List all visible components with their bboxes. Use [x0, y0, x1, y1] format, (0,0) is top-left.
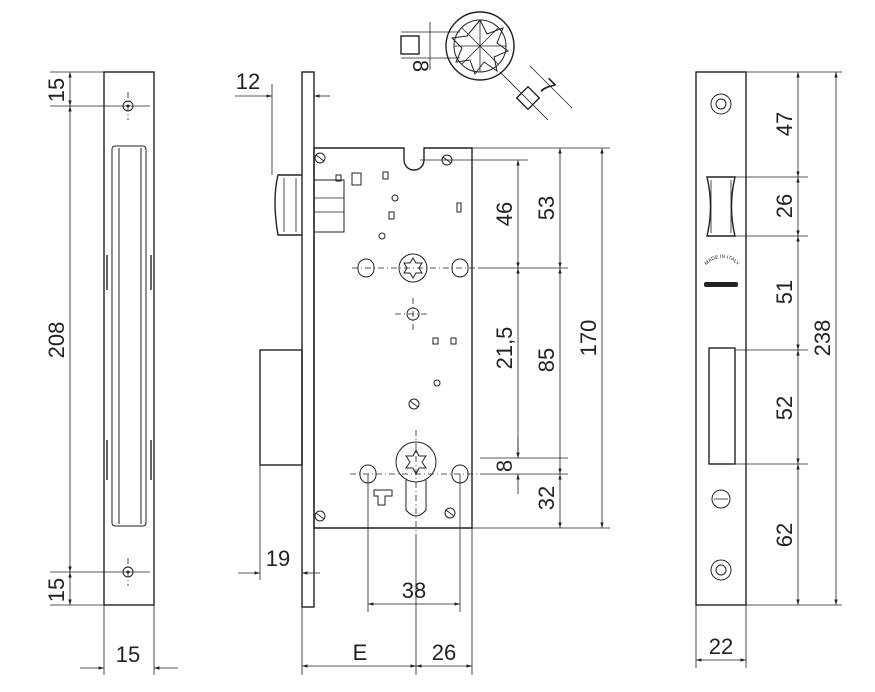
strike-total-height-label: 238: [810, 320, 835, 357]
manufacturer-stamp: MADE IN ITALY: [704, 254, 741, 287]
cylinder-slot: [405, 480, 427, 517]
faceplate-inner-channel: [111, 145, 147, 527]
front-plate-view: 15 208 15 15: [44, 71, 178, 675]
spindle-detail-view: 8 7: [400, 11, 573, 121]
spindle-square-7: [515, 85, 541, 111]
screw-spacing-label: 38: [402, 578, 426, 603]
spindle-square-8: [400, 35, 420, 55]
faceplate-bottom-offset-label: 15: [44, 578, 69, 602]
key-to-edge-label: 26: [432, 640, 456, 665]
backset-label: E: [353, 640, 368, 665]
dead-bolt: [259, 349, 303, 466]
lock-body-view: 12 19 38 E 26 46 53 21,5: [235, 69, 610, 675]
bolt-window: [708, 347, 736, 465]
svg-text:MADE IN ITALY: MADE IN ITALY: [704, 254, 741, 267]
body-height-label: 170: [576, 320, 601, 357]
key-to-bottom-label: 32: [534, 486, 559, 510]
strike-width-label: 22: [709, 634, 733, 659]
strike-middle-segment-label: 51: [772, 280, 797, 304]
faceplate-top-offset-label: 15: [44, 78, 69, 102]
follower-to-key-label: 21,5: [492, 327, 517, 370]
strike-top-screw: [710, 93, 732, 115]
strike-plate-outline: [695, 71, 747, 606]
latch-bolt: [274, 174, 302, 236]
strike-plate-view: MADE IN ITALY 47 26 51 52 62 238: [695, 71, 842, 668]
lock-case-outline: [313, 147, 473, 529]
faceplate-outline: [103, 71, 155, 606]
bolt-window-label: 52: [772, 396, 797, 420]
strike-mid-screw: [711, 489, 731, 509]
latch-window-label: 26: [772, 194, 797, 218]
lock-faceplate-side: [301, 71, 315, 608]
plate-thickness-label: 12: [236, 69, 260, 94]
bolt-projection-label: 19: [266, 546, 290, 571]
spindle-to-top-label: 46: [492, 202, 517, 226]
spindle-square-small-label: 8: [408, 60, 433, 72]
spindle-hub-outer: [445, 11, 515, 81]
spindle-star: [450, 19, 510, 76]
body-top-label: 53: [534, 196, 559, 220]
strike-bottom-segment-label: 62: [772, 523, 797, 547]
faceplate-height-label: 208: [44, 322, 69, 359]
strike-bottom-screw: [710, 559, 732, 581]
faceplate-width-label: 15: [116, 642, 140, 667]
center-to-center-label: 85: [534, 348, 559, 372]
strike-top-segment-label: 47: [772, 112, 797, 136]
key-offset-label: 8: [492, 460, 517, 472]
